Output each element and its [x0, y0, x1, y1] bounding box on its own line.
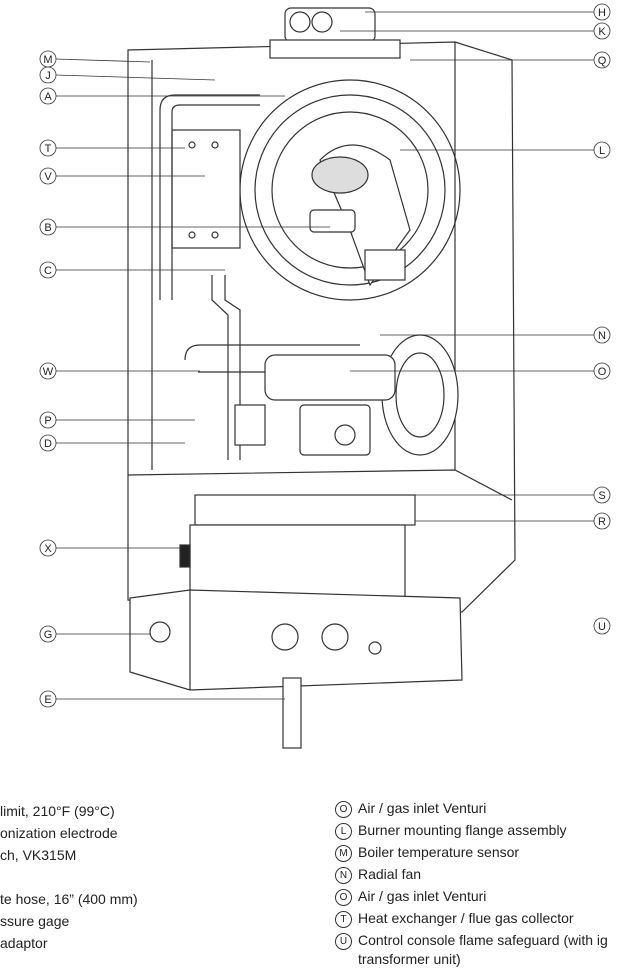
callout-label: G [44, 629, 53, 641]
callout-label: D [44, 438, 52, 450]
callout-label: E [44, 694, 51, 706]
callout-label: S [598, 490, 605, 502]
piping [159, 94, 360, 460]
legend-item: limit, 210°F (99°C) [0, 803, 115, 819]
callouts-left: M J A T V B C W P D X G E [39, 50, 330, 708]
callout-label: R [598, 516, 606, 528]
gas-inlet-pipe [282, 677, 302, 749]
callout-label: X [44, 543, 52, 555]
gas-valve [234, 404, 371, 456]
callout-label: V [44, 171, 52, 183]
legend-item: ch, VK315M [0, 847, 77, 863]
callout-label: O [598, 366, 607, 378]
lower-chamber [179, 494, 416, 606]
callout-label: M [43, 54, 52, 66]
legend-item: te hose, 16” (400 mm) [0, 891, 138, 907]
burner-assembly [239, 79, 461, 301]
callout-label: H [598, 7, 606, 19]
callout-label: U [598, 621, 606, 633]
boiler-cutaway-diagram: M J A T V B C W P D X G E H K Q L N [39, 3, 611, 749]
callout-label: T [45, 143, 52, 155]
legend-letter: T [335, 911, 352, 928]
legend-item: onization electrode [0, 825, 118, 841]
radial-fan [264, 334, 459, 456]
control-console [129, 589, 463, 691]
callout-label: K [598, 26, 606, 38]
legend-letter: M [335, 845, 352, 862]
callout-label: B [44, 222, 51, 234]
gas-valve-panel [171, 129, 241, 249]
callout-label: J [45, 70, 51, 82]
callout-label: N [598, 330, 606, 342]
legend-letter: L [335, 823, 352, 840]
flue-connector [269, 7, 401, 59]
callout-label: C [44, 265, 52, 277]
callout-label: W [43, 366, 54, 378]
legend-letter: N [335, 867, 352, 884]
callout-label: P [44, 415, 51, 427]
callouts-right: H K Q L N O S R U [340, 3, 611, 635]
callout-label: L [599, 145, 605, 157]
legend-letter: U [335, 933, 352, 950]
legend-item: ssure gage [0, 913, 70, 929]
legend-item: adaptor [0, 935, 48, 951]
callout-label: A [44, 91, 52, 103]
legend-letter: O [335, 801, 352, 818]
legend-item: transformer unit) [358, 951, 461, 967]
legend-letter: O [335, 889, 352, 906]
callout-label: Q [598, 55, 607, 67]
